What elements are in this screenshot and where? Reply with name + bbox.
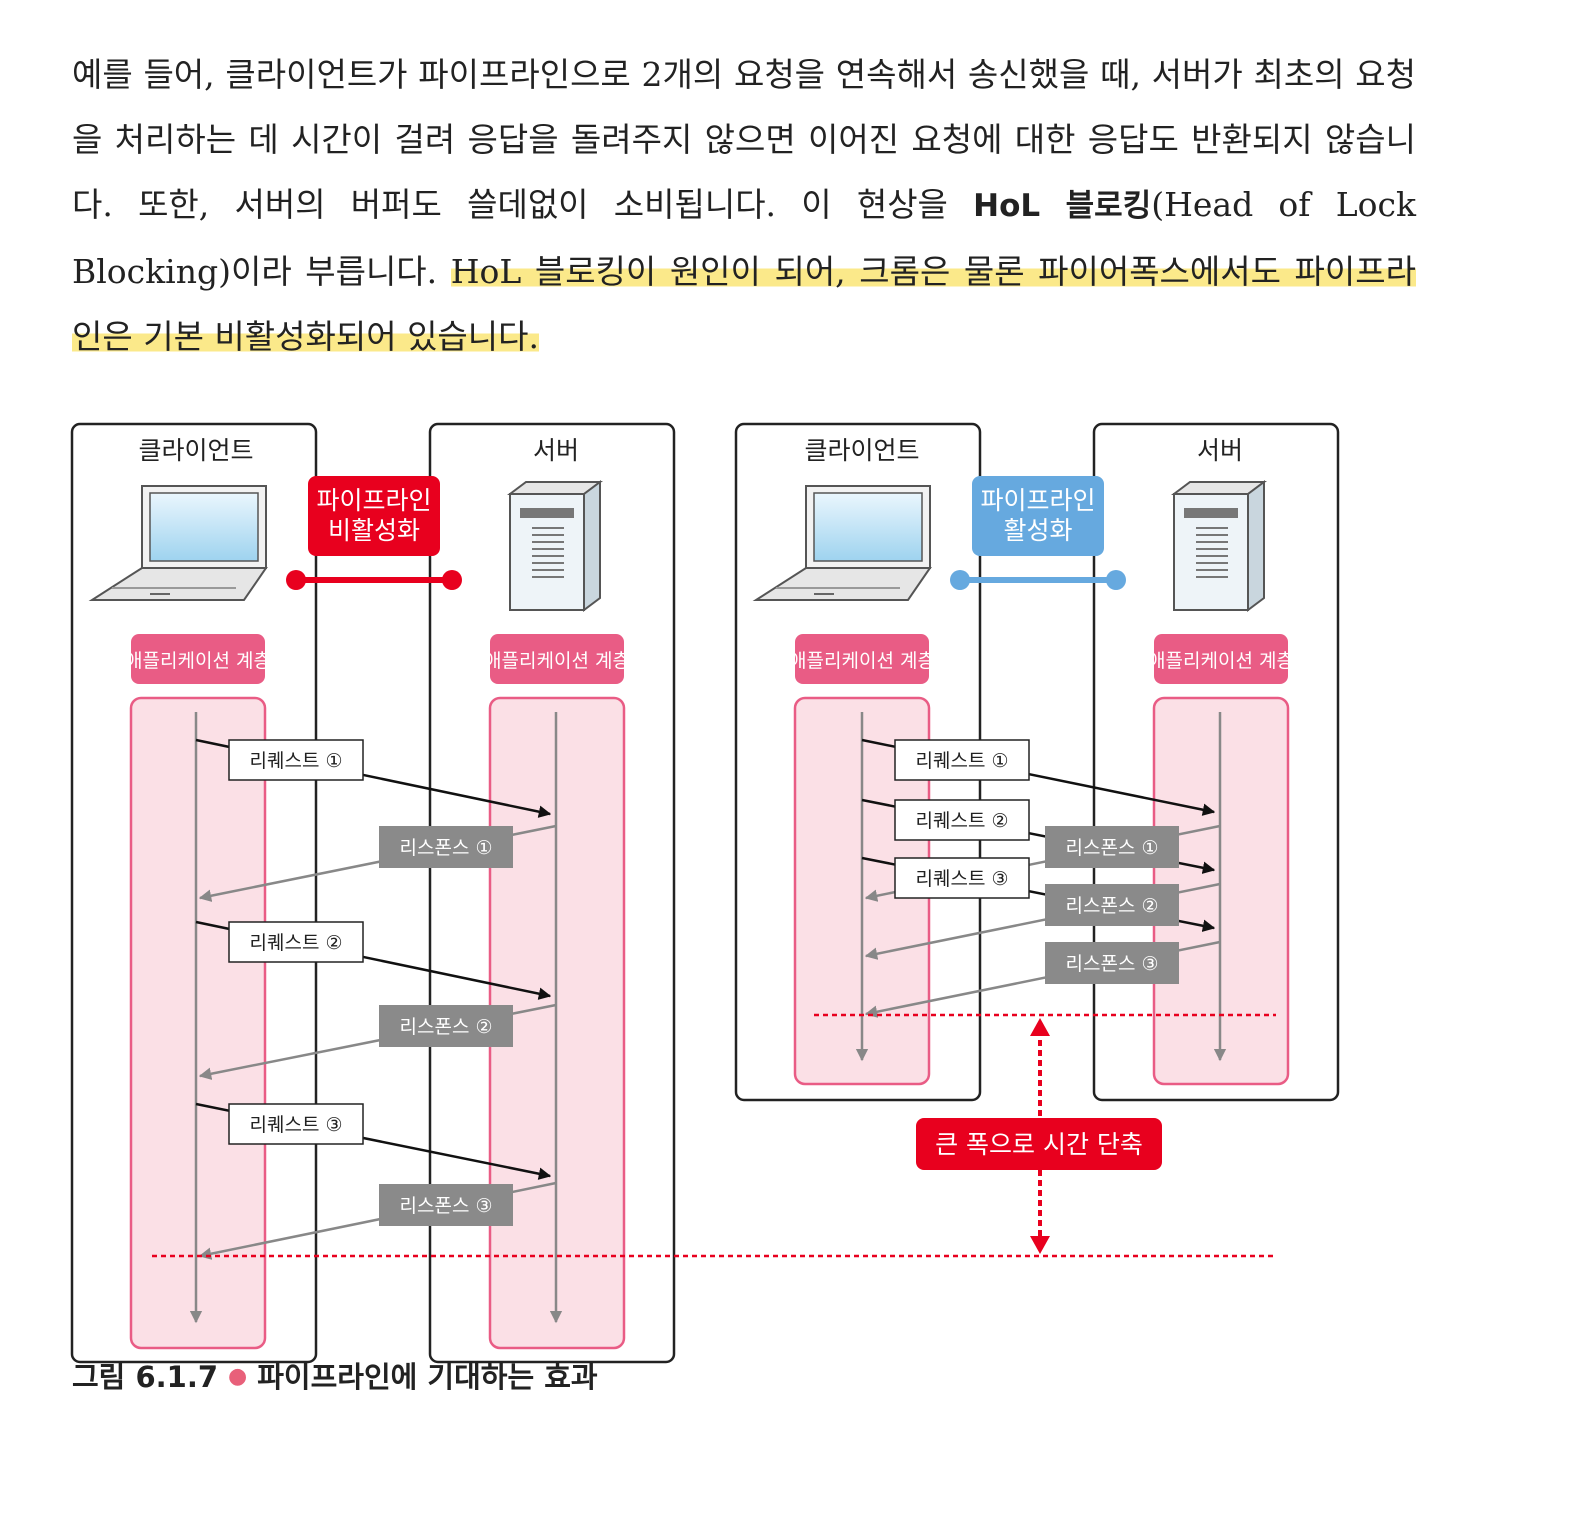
left-client-label: 클라이언트 xyxy=(138,436,253,465)
connector-dot-right xyxy=(1106,570,1126,590)
connector-dot-right xyxy=(442,570,462,590)
right-request-2-box xyxy=(894,799,1030,841)
left-response-2-box xyxy=(379,1005,513,1047)
time-saving-badge xyxy=(916,1118,1162,1170)
left-request-1-box xyxy=(228,739,364,781)
pipeline-disabled-badge xyxy=(308,476,440,556)
right-response-1-label: 리스폰스 ① xyxy=(1066,837,1159,859)
connector-dot-left xyxy=(286,570,306,590)
left-client-layer-label: 애플리케이션 계층 xyxy=(125,650,271,672)
right-client-layer-label: 애플리케이션 계층 xyxy=(789,650,935,672)
server-icon xyxy=(1171,480,1267,612)
time-saving-arrow-down xyxy=(1030,1236,1050,1254)
right-server-column xyxy=(1092,422,1340,1102)
right-response-2-label: 리스폰스 ② xyxy=(1066,895,1159,917)
laptop-icon xyxy=(88,485,268,601)
figure-title: 파이프라인에 기대하는 효과 xyxy=(257,1360,598,1394)
figure-caption: 그림 6.1.7 ● 파이프라인에 기대하는 효과 xyxy=(72,1354,598,1396)
right-response-3-box xyxy=(1045,942,1179,984)
left-client-layer-badge xyxy=(131,634,265,684)
right-server-label: 서버 xyxy=(1197,436,1243,465)
right-response-2-box xyxy=(1045,884,1179,926)
paragraph-term: HoL 블로킹 xyxy=(973,188,1152,224)
pipeline-enabled-line2: 활성화 xyxy=(1003,516,1072,545)
right-diagram: 클라이언트 서버 파이프라인 xyxy=(734,422,1340,1102)
right-request-2-label: 리퀘스트 ② xyxy=(916,810,1009,832)
caption-bullet: ● xyxy=(228,1364,248,1389)
body-paragraph: 예를 들어, 클라이언트가 파이프라인으로 2개의 요청을 연속해서 송신했을 … xyxy=(72,42,1416,369)
right-request-3-box xyxy=(894,857,1030,899)
pipeline-enabled-line1: 파이프라인 xyxy=(980,486,1095,515)
left-response-1-label: 리스폰스 ① xyxy=(400,837,493,859)
left-server-layer-label: 애플리케이션 계층 xyxy=(484,650,630,672)
server-icon xyxy=(507,480,603,612)
left-response-1-box xyxy=(379,826,513,868)
right-client-label: 클라이언트 xyxy=(804,436,919,465)
pipeline-disabled-line2: 비활성화 xyxy=(328,516,420,545)
paragraph-text-1: 예를 들어, 클라이언트가 파이프라인으로 2개의 요청을 연속해서 송신했을 … xyxy=(72,55,1416,224)
time-saving-label: 큰 폭으로 시간 단축 xyxy=(935,1130,1143,1159)
left-response-3-label: 리스폰스 ③ xyxy=(400,1195,493,1217)
right-response-1-box xyxy=(1045,826,1179,868)
time-saving-arrow-up xyxy=(1030,1018,1050,1036)
laptop-icon xyxy=(752,485,932,601)
left-response-2-label: 리스폰스 ② xyxy=(400,1016,493,1038)
left-request-2-label: 리퀘스트 ② xyxy=(250,932,343,954)
figure-number: 그림 6.1.7 xyxy=(72,1360,219,1394)
left-client-column xyxy=(70,422,318,1364)
right-response-3-label: 리스폰스 ③ xyxy=(1066,953,1159,975)
left-request-3-label: 리퀘스트 ③ xyxy=(250,1114,343,1136)
left-server-label: 서버 xyxy=(533,436,579,465)
pipeline-disabled-line1: 파이프라인 xyxy=(316,486,431,515)
connector-dot-left xyxy=(950,570,970,590)
right-request-1-label: 리퀘스트 ① xyxy=(916,750,1009,772)
left-client-lane xyxy=(129,696,267,1350)
right-request-1-box xyxy=(894,739,1030,781)
left-diagram: 클라이언트 서버 xyxy=(70,422,676,1364)
right-request-3-label: 리퀘스트 ③ xyxy=(916,868,1009,890)
paragraph-text-2: (Head of Lock Blocking)이라 부릅니다. xyxy=(72,185,1416,291)
left-request-2-box xyxy=(228,921,364,963)
left-response-3-box xyxy=(379,1184,513,1226)
right-server-layer-label: 애플리케이션 계층 xyxy=(1148,650,1294,672)
left-request-3-box xyxy=(228,1103,364,1145)
right-client-layer-badge xyxy=(795,634,929,684)
pipeline-enabled-badge xyxy=(972,476,1104,556)
left-server-column xyxy=(428,422,676,1364)
right-server-layer-badge xyxy=(1154,634,1288,684)
left-request-1-label: 리퀘스트 ① xyxy=(250,750,343,772)
left-server-layer-badge xyxy=(490,634,624,684)
